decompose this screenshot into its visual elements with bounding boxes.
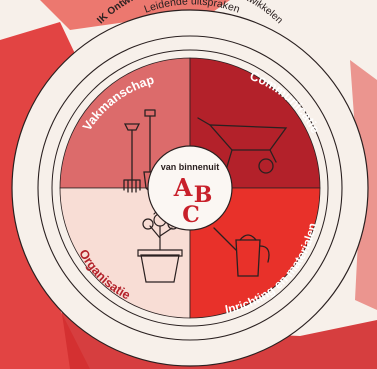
center-letter-a: A [173, 173, 193, 202]
watering-can-icon [213, 227, 270, 277]
center-circle [147, 145, 233, 231]
quadrants [59, 57, 321, 319]
center-label: van binnenuit [161, 162, 220, 172]
quadrant-vakmanschap [59, 57, 191, 189]
quadrant-inrichting [189, 187, 321, 319]
center-letter-b: B [194, 182, 213, 208]
quadrant-communicatie [189, 57, 321, 189]
center-letter-c: C [182, 202, 200, 228]
wheelbarrow-icon [197, 117, 288, 174]
brush-stroke-top [40, 0, 230, 30]
brush-stroke-left [0, 22, 90, 369]
quadrant-organisatie [59, 187, 191, 319]
